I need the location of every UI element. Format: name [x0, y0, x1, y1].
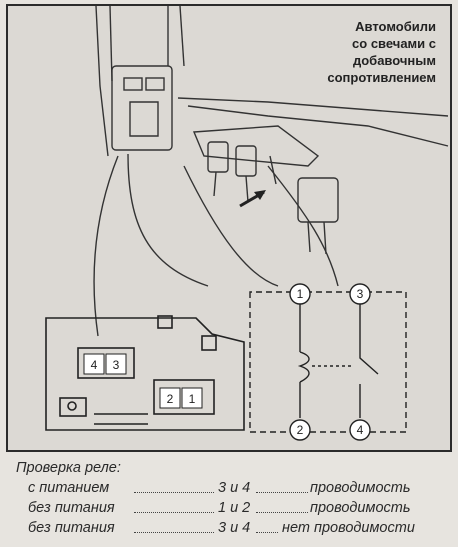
fuse-block: [111, 65, 173, 151]
schematic-terminal-1: 1: [297, 287, 304, 301]
schematic-terminal-4: 4: [357, 423, 364, 437]
connector-terminal-labels: [83, 353, 203, 409]
check-result: проводимость: [310, 500, 411, 516]
check-result: нет проводимости: [282, 520, 415, 536]
caption-line: со свечами с: [352, 36, 436, 51]
relay-bracket: [192, 125, 320, 167]
caption-line: Автомобили: [355, 19, 436, 34]
check-terminals: 3 и 4: [218, 520, 251, 536]
dotted-leader: [134, 492, 214, 493]
engine-bay-drawing: [93, 6, 449, 337]
caption-line: сопротивлением: [327, 70, 436, 85]
check-condition: с питанием: [28, 480, 110, 496]
relay-schematic: [249, 291, 407, 433]
dotted-leader: [256, 492, 308, 493]
schematic-terminal-3: 3: [357, 287, 364, 301]
relay-check-notes: Проверка реле: с питанием 3 и 4 проводим…: [10, 458, 450, 538]
check-condition: без питания: [28, 520, 115, 536]
connector-terminal-4: 4: [91, 358, 98, 372]
notes-title: Проверка реле:: [16, 460, 121, 476]
dotted-leader: [134, 512, 214, 513]
caption-line: добавочным: [352, 53, 436, 68]
dotted-leader: [256, 532, 278, 533]
connector-terminal-3: 3: [113, 358, 120, 372]
check-row: без питания 1 и 2 проводимость: [10, 498, 450, 518]
relay-illustration: 4 3 2 1 1 3 2 4: [45, 6, 449, 441]
connector-terminal-1: 1: [189, 392, 196, 406]
check-condition: без питания: [28, 500, 115, 516]
dotted-leader: [256, 512, 308, 513]
relay-component: [297, 177, 339, 223]
check-terminals: 3 и 4: [218, 480, 251, 496]
relay-figure: 4 3 2 1 1 3 2 4 Автомобили со свечами с …: [6, 4, 452, 452]
check-result: проводимость: [310, 480, 411, 496]
connector-terminal-2: 2: [167, 392, 174, 406]
schematic-terminals: [289, 283, 371, 441]
figure-caption: Автомобили со свечами с добавочным сопро…: [266, 18, 436, 86]
dotted-leader: [134, 532, 214, 533]
check-row: с питанием 3 и 4 проводимость: [10, 478, 450, 498]
check-row: без питания 3 и 4 нет проводимости: [10, 518, 450, 538]
check-terminals: 1 и 2: [218, 500, 251, 516]
connector-outline: [45, 315, 245, 431]
schematic-terminal-2: 2: [297, 423, 304, 437]
